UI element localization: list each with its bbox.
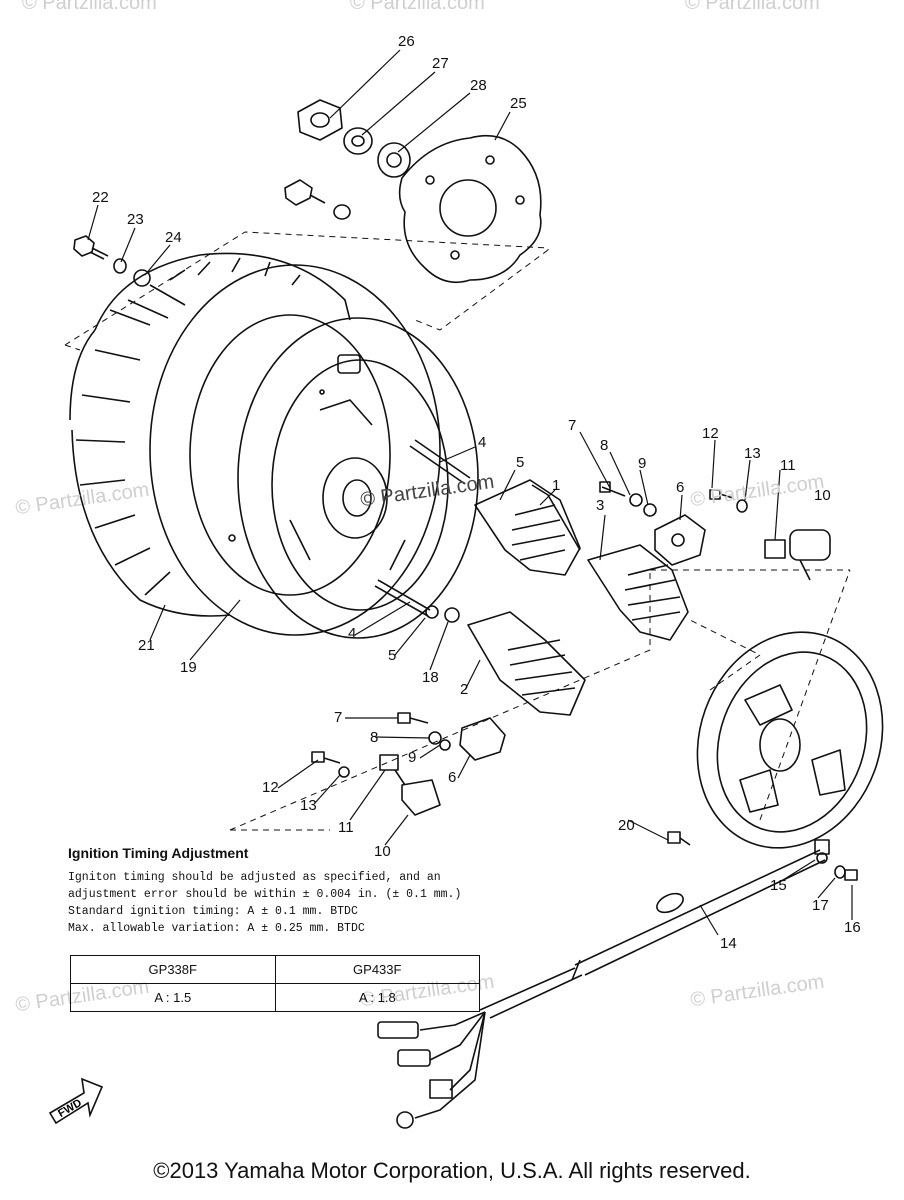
callout-number: 8 (600, 437, 608, 454)
wire-connectors (377, 1011, 486, 1129)
bolt (284, 179, 326, 206)
callout-number: 15 (770, 877, 787, 894)
timing-value: A : 1.5 (70, 983, 276, 1012)
washer (629, 493, 643, 507)
callout-number: 8 (370, 729, 378, 746)
callout-number: 4 (348, 625, 356, 642)
washer (444, 607, 460, 623)
callout-number: 12 (702, 425, 719, 442)
callout-number: 23 (127, 211, 144, 228)
callout-number: 9 (638, 455, 646, 472)
copyright-notice: ©2013 Yamaha Motor Corporation, U.S.A. A… (153, 1158, 751, 1183)
screw (599, 481, 626, 497)
callout-labels: 2627282522232445789612131110312119451827… (92, 33, 861, 952)
forward-arrow-icon: FWD (48, 1077, 104, 1125)
condenser-bracket (379, 754, 399, 771)
leader-lines (87, 49, 853, 936)
condenser (394, 769, 441, 816)
assembly-guide-lines (64, 231, 851, 831)
grommet (814, 839, 830, 864)
callout-number: 11 (338, 819, 354, 836)
washer (643, 503, 657, 517)
model-header: GP338F (70, 955, 276, 984)
callout-number: 7 (334, 709, 342, 726)
magneto-rotor (228, 317, 479, 639)
callout-number: 10 (814, 487, 831, 504)
callout-number: 11 (780, 457, 796, 474)
watermark: © Partzilla.com (685, 0, 820, 14)
screw (397, 712, 429, 724)
watermark: © Partzilla.com (22, 0, 157, 14)
callout-number: 20 (618, 817, 635, 834)
condenser-bracket (764, 539, 786, 559)
callout-number: 28 (470, 77, 487, 94)
washer (113, 258, 127, 274)
timing-title: Ignition Timing Adjustment (68, 845, 249, 861)
callout-number: 10 (374, 843, 391, 860)
screw (311, 751, 341, 764)
callout-number: 22 (92, 189, 109, 206)
callout-number: 21 (138, 637, 155, 654)
callout-number: 4 (478, 434, 486, 451)
callout-number: 26 (398, 33, 415, 50)
timing-spec-table: GP338F GP433F A : 1.5 A : 1.8 (70, 955, 480, 1012)
callout-number: 5 (388, 647, 396, 664)
callout-number: 2 (460, 681, 468, 698)
callout-number: 6 (448, 769, 456, 786)
fwd-label: FWD (56, 1097, 84, 1120)
callout-number: 6 (676, 479, 684, 496)
callout-number: 1 (552, 477, 560, 494)
callout-number: 27 (432, 55, 449, 72)
condenser (789, 529, 831, 581)
stud-bolt (409, 439, 471, 485)
washer (338, 766, 350, 778)
timing-note-line: Standard ignition timing: A ± 0.1 mm. BT… (68, 905, 358, 918)
timing-value: A : 1.8 (274, 983, 480, 1012)
washer (439, 739, 451, 751)
timing-note-line: Igniton timing should be adjusted as spe… (68, 871, 441, 884)
washer (333, 204, 351, 220)
callout-number: 7 (568, 417, 576, 434)
washer (736, 499, 748, 513)
callout-number: 5 (516, 454, 524, 471)
stator-base-plate (398, 134, 542, 284)
callout-number: 9 (408, 749, 416, 766)
screw (709, 489, 734, 500)
callout-number: 14 (720, 935, 737, 952)
washer (377, 142, 411, 178)
callout-number: 13 (744, 445, 761, 462)
callout-number: 17 (812, 897, 829, 914)
screw (844, 869, 858, 881)
ignition-timing-note: Ignition Timing Adjustment Igniton timin… (68, 845, 508, 937)
callout-number: 25 (510, 95, 527, 112)
charging-coil (467, 611, 586, 716)
callout-number: 13 (300, 797, 317, 814)
nut (297, 99, 343, 141)
washer (343, 127, 373, 155)
callout-number: 16 (844, 919, 861, 936)
model-header: GP433F (274, 955, 480, 984)
callout-number: 18 (422, 669, 439, 686)
breaker-points (654, 514, 706, 566)
washer (834, 865, 846, 879)
callout-number: 12 (262, 779, 279, 796)
ignition-coil (474, 479, 581, 576)
bolt (73, 235, 109, 260)
lighting-coil (587, 544, 689, 641)
timing-note-line: Max. allowable variation: A ± 0.25 mm. B… (68, 922, 365, 935)
stator-plate (696, 631, 884, 849)
washer (425, 605, 439, 619)
stud-bolt (374, 579, 431, 617)
breaker-points (459, 717, 506, 761)
washer (133, 269, 151, 287)
flywheel-fan (69, 252, 441, 636)
callout-number: 3 (596, 497, 604, 514)
watermark: © Partzilla.com (350, 0, 485, 14)
callout-number: 19 (180, 659, 197, 676)
screw (667, 831, 691, 846)
callout-number: 24 (165, 229, 182, 246)
timing-note-line: adjustment error should be within ± 0.00… (68, 888, 462, 901)
